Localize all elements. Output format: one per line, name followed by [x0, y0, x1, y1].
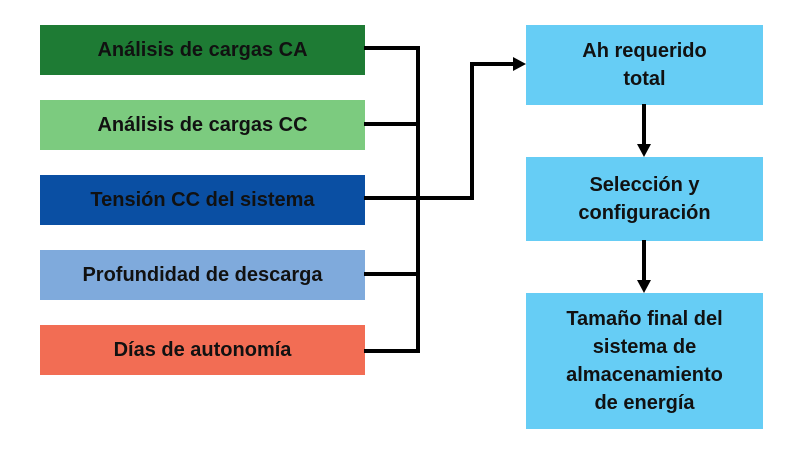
input-box-dc-load-analysis: Análisis de cargas CC — [40, 100, 365, 150]
step-box-total-ah-required: Ah requerido total — [526, 25, 763, 105]
input-box-depth-of-discharge: Profundidad de descarga — [40, 250, 365, 300]
arrowhead-to-selection — [637, 144, 651, 157]
input-label: Tensión CC del sistema — [90, 189, 315, 211]
input-box-days-of-autonomy: Días de autonomía — [40, 325, 365, 375]
arrow-to-total-ah — [416, 62, 517, 200]
input-label: Días de autonomía — [113, 339, 292, 361]
input-label: Análisis de cargas CC — [97, 114, 308, 136]
input-box-ac-load-analysis: Análisis de cargas CA — [40, 25, 365, 75]
step-label: Selección y configuración — [578, 174, 711, 224]
arrowhead-to-total-ah — [513, 57, 526, 71]
arrowhead-to-final-size — [637, 280, 651, 293]
input-label: Profundidad de descarga — [82, 264, 323, 286]
step-label: Ah requerido total — [582, 40, 707, 90]
input-box-system-dc-voltage: Tensión CC del sistema — [40, 175, 365, 225]
step-box-selection-configuration: Selección y configuración — [526, 157, 763, 241]
step-label: Tamaño final del sistema de almacenamien… — [566, 308, 723, 414]
step-box-final-storage-size: Tamaño final del sistema de almacenamien… — [526, 293, 763, 429]
input-label: Análisis de cargas CA — [97, 39, 308, 61]
